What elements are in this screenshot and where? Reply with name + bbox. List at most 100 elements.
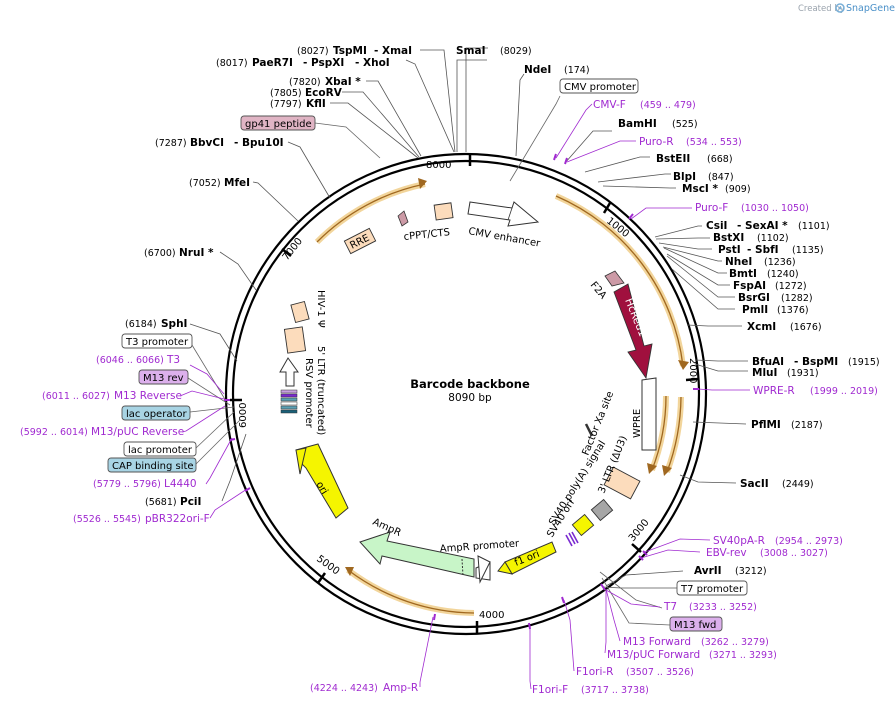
label-cppt: cPPT/CTS <box>403 227 450 243</box>
primer-m13-forward: M13 Forward <box>623 636 691 648</box>
label-5ltr: 5' LTR (truncated) <box>315 346 326 435</box>
primer-pbr322-pos: (5526 .. 5545) <box>73 514 141 525</box>
enzyme-smai-pos: (8029) <box>500 46 532 57</box>
enzyme-bbvci: BbvCI <box>190 137 224 149</box>
primer-t3-pos: (6046 .. 6066) <box>96 355 164 366</box>
primer-l4440: L4440 <box>164 478 197 490</box>
box-t7-promoter: T7 promoter <box>676 580 748 596</box>
enzyme-blpi: BlpI <box>673 171 696 183</box>
enzyme-mlui: MluI <box>752 367 777 379</box>
feature-psi-box <box>290 300 310 324</box>
svg-text:T3 promoter: T3 promoter <box>125 337 189 348</box>
feature-rre: RRE <box>343 227 377 255</box>
primer-puro-r-pos: (534 .. 553) <box>686 137 742 148</box>
enzyme-nrui: NruI * <box>179 247 214 259</box>
label-ampr-promoter: AmpR promoter <box>439 538 520 555</box>
enzyme-paer7i-pos: (8017) <box>216 58 248 69</box>
orf-arc-wpre2 <box>664 396 684 474</box>
svg-text:CAP binding site: CAP binding site <box>112 461 194 472</box>
enzyme-mlui-pos: (1931) <box>787 368 819 379</box>
snapgene-logo-icon <box>835 3 845 13</box>
enzyme-sacii: SacII <box>740 478 769 490</box>
enzyme-xcmi-pos: (1676) <box>790 322 822 333</box>
svg-text:gp41 peptide: gp41 peptide <box>245 119 312 130</box>
enzyme-pspxi: - PspXI <box>303 57 344 69</box>
enzyme-bmti: BmtI <box>729 268 757 280</box>
svg-text:WPRE: WPRE <box>632 409 643 438</box>
enzyme-nhei: NheI <box>725 256 752 268</box>
feature-cppt-mark <box>397 210 409 227</box>
box-m13-fwd: M13 fwd <box>669 616 723 632</box>
primer-puro-f-pos: (1030 .. 1050) <box>741 203 809 214</box>
primer-cmv-f: CMV-F <box>593 99 626 111</box>
svg-text:CMV promoter: CMV promoter <box>564 82 637 93</box>
enzyme-tspmi-pos: (8027) <box>297 46 329 57</box>
box-t3-promoter: T3 promoter <box>121 333 193 349</box>
enzyme-xcmi: XcmI <box>747 321 776 333</box>
watermark-prefix: Created by <box>798 4 845 14</box>
feature-leader-lines <box>187 95 671 626</box>
enzyme-psti-pos: (1135) <box>792 245 824 256</box>
box-lac-operator: lac operator <box>121 405 191 421</box>
feature-ampr-promoter <box>475 555 491 584</box>
box-cap-binding-site: CAP binding site <box>107 457 197 473</box>
enzyme-bstxi-pos: (1102) <box>757 233 789 244</box>
primer-m13-reverse: M13 Reverse <box>114 390 182 402</box>
enzyme-sphi: SphI <box>161 318 187 330</box>
primer-m13-forward-pos: (3262 .. 3279) <box>701 637 769 648</box>
svg-text:M13 rev: M13 rev <box>143 373 184 384</box>
tick-label-8000: 8000 <box>426 160 451 171</box>
plasmid-length: 8090 bp <box>448 392 492 404</box>
enzyme-avrii-pos: (3212) <box>735 566 767 577</box>
primer-sv40pa-r: SV40pA-R <box>713 535 765 547</box>
primer-wpre-r: WPRE-R <box>753 385 795 397</box>
feature-wpre: WPRE <box>632 377 657 451</box>
primer-t3: T3 <box>166 354 180 366</box>
primer-leader-lines <box>179 103 750 690</box>
enzyme-bpu10i: - Bpu10I <box>234 137 284 149</box>
enzyme-ecorv: EcoRV <box>305 87 343 99</box>
primer-puro-r: Puro-R <box>639 136 674 148</box>
svg-text:lac promoter: lac promoter <box>128 445 193 456</box>
tick-label-2000: 2000 <box>687 358 698 383</box>
primer-l4440-pos: (5779 .. 5796) <box>93 479 161 490</box>
enzyme-fspai-pos: (1272) <box>775 281 807 292</box>
primer-wpre-r-pos: (1999 .. 2019) <box>810 386 878 397</box>
primer-t7: T7 <box>663 601 677 613</box>
backbone-inner-ring <box>231 159 701 629</box>
enzyme-bamhi-pos: (525) <box>672 119 698 130</box>
box-cmv-promoter: CMV promoter <box>559 78 639 94</box>
feature-sv40-ori <box>571 513 595 537</box>
primer-f1ori-f: F1ori-F <box>532 684 568 696</box>
primer-amp-r-pos: (4224 .. 4243) <box>310 683 378 694</box>
enzyme-bstxi: BstXI <box>713 232 744 244</box>
enzyme-bsrgi-pos: (1282) <box>781 293 813 304</box>
feature-cmv-enhancer <box>467 201 540 227</box>
svg-text:F2A: F2A <box>588 280 609 302</box>
enzyme-smai: SmaI <box>456 45 486 57</box>
primer-m13-reverse-pos: (6011 .. 6027) <box>42 391 110 402</box>
enzyme-sphi-pos: (6184) <box>125 319 157 330</box>
enzyme-pcii-pos: (5681) <box>145 497 177 508</box>
primer-puro-f: Puro-F <box>695 202 728 214</box>
feature-hcred1: HcRed1 <box>613 283 653 380</box>
primer-sv40pa-r-pos: (2954 .. 2973) <box>775 536 843 547</box>
enzyme-msci-pos: (909) <box>725 184 751 195</box>
enzyme-csii: CsiI <box>706 220 727 232</box>
feature-small-marks <box>565 531 579 547</box>
enzyme-bsteii: BstEII <box>656 153 690 165</box>
enzyme-fspai: FspAI <box>733 280 766 292</box>
enzyme-pflmi: PflMI <box>751 419 781 431</box>
enzyme-kfli: KflI <box>306 98 326 110</box>
feature-5ltr-box <box>283 326 307 354</box>
feature-factor-xa-mark <box>584 423 594 437</box>
box-lac-promoter: lac promoter <box>123 441 197 457</box>
enzyme-paer7i: PaeR7I <box>252 57 293 69</box>
enzyme-msci: MscI * <box>682 183 718 195</box>
tick-label-6000: 6000 <box>238 403 249 428</box>
enzyme-bfuai: BfuAI <box>752 356 784 368</box>
enzyme-mfei-pos: (7052) <box>189 178 221 189</box>
ring-ticks <box>230 154 699 633</box>
box-m13-rev: M13 rev <box>138 369 189 385</box>
enzyme-ecorv-pos: (7805) <box>270 88 302 99</box>
